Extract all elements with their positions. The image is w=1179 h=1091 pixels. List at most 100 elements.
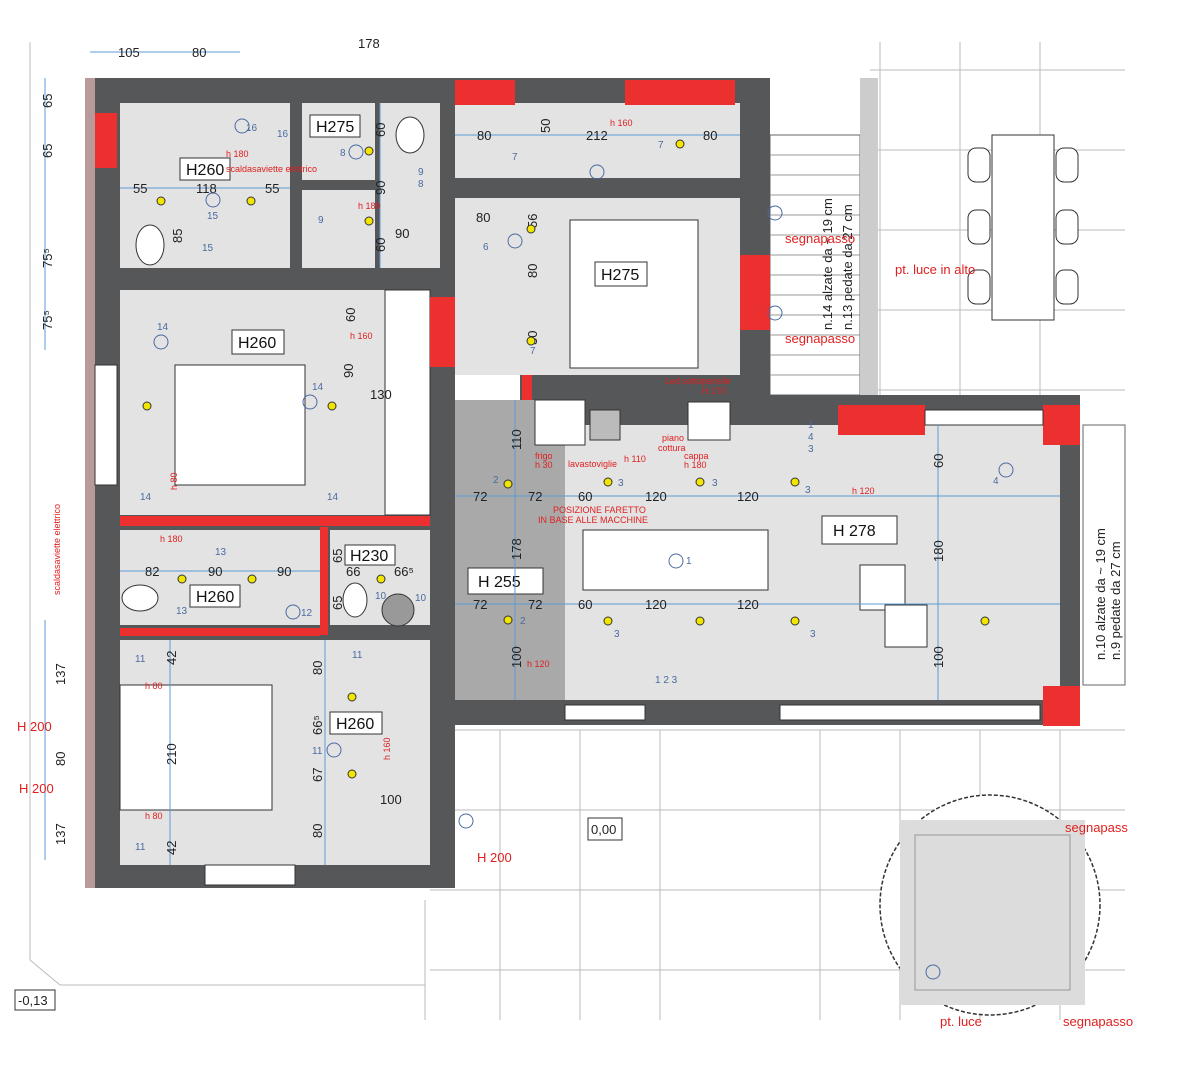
annotation: h 120 [527,659,550,669]
annotation: segnapasso [1063,1014,1133,1029]
circuit-number: 8 [340,148,346,159]
circuit-number: 3 [808,444,814,455]
ceiling-lights [142,118,1014,980]
dimension: 72 [528,489,542,504]
dimension: 55 [265,181,279,196]
stairs-lower [1082,424,1126,686]
dimension: 65 [330,596,345,610]
circuit-number: 16 [277,129,289,140]
dimension: 120 [645,489,667,504]
dimension: 110 [509,429,524,450]
circuit-number: 7 [512,152,518,163]
kitchen-island [582,529,769,591]
annotation: IN BASE ALLE MACCHINE [538,515,648,525]
annotation: segnapasso [785,331,855,346]
circuit-number: 15 [207,211,219,222]
annotations: h 180 scaldasaviette elettrico h 180 h 1… [17,118,1133,1029]
circuit-number: 12 [301,608,313,619]
dimension: 66⁵ [394,564,414,579]
circuit-number: 11 [312,746,323,757]
annotation: pt. luce in alto [895,262,975,277]
dimension: 42 [164,651,179,665]
dimension: 100 [380,792,402,807]
armchair [859,564,906,611]
annotation: h 180 [160,534,183,544]
dimension: 80 [525,264,540,278]
circuit-number: 2 [520,616,526,627]
annotation: POSIZIONE FARETTO [553,505,646,515]
dimension: 55 [133,181,147,196]
annotation: pt. luce [940,1014,982,1029]
dimension: 80 [477,128,491,143]
room-height-label: H230 [350,548,388,565]
dimension: 60 [343,308,358,322]
toilet [135,224,165,266]
annotation: h 30 [535,460,553,470]
dimension: 80 [476,210,490,225]
circuit-number: 15 [202,243,214,254]
room-height-label: H 255 [478,574,521,591]
circuit-number: 4 [808,432,814,443]
stair-note: n.14 alzate da ~ 19 cm [820,198,835,330]
dimension: 210 [164,743,179,765]
annotation: h 180 [226,149,249,159]
dimension: 80 [192,45,206,60]
circuit-number: 13 [215,547,227,558]
circuit-number: 3 [614,629,620,640]
annotation: h 120 [852,486,875,496]
dimension: 85 [170,229,185,243]
circuit-number: 4 [993,476,999,487]
dimension: 80 [310,824,325,838]
level-label: 0,00 [591,822,616,837]
room-height-label: H260 [336,716,374,733]
annotation: H 200 [477,850,512,865]
circuit-number: 11 [352,650,363,661]
room-height-label: H260 [186,162,224,179]
dimension: 120 [737,489,759,504]
circuit-number: 7 [658,140,664,151]
dimension: 75⁵ [40,248,55,268]
dimension: 120 [737,597,759,612]
site-lines [29,42,1125,1020]
circuit-number: 10 [375,591,387,602]
circuit-numbers: 16 16 15 15 8 9 9 8 7 7 6 7 14 14 14 14 … [135,123,999,853]
annotation: cappa [684,451,709,461]
circuit-number: 3 [712,478,718,489]
dimension: 65 [40,144,55,158]
annotation: h 180 [358,201,381,211]
dimension: 60 [373,123,388,137]
toilet [121,584,159,612]
level-label: -0,13 [18,993,48,1008]
dimension: 90 [373,181,388,195]
circuit-number: 7 [530,346,536,357]
annotation: H 200 [19,781,54,796]
dimension: 178 [358,36,380,51]
dimension: 118 [196,181,217,196]
circuit-number: 11 [135,842,146,853]
annotation: segnapass [1065,820,1128,835]
dimension: 100 [931,646,946,668]
dimension: 60 [931,454,946,468]
bed-left [174,364,306,486]
stair-note: n.9 pedate da 27 cm [1108,541,1123,660]
dimension: 72 [473,597,487,612]
dimension: 82 [145,564,159,579]
annotation: h 80 [145,811,163,821]
dimension: 90 [277,564,291,579]
dimension: 66⁵ [310,715,325,735]
dimension: 80 [703,128,717,143]
circuit-number: 13 [176,606,188,617]
room-height-label: H260 [238,335,276,352]
annotation: cottura [658,443,686,453]
armchair [884,604,928,648]
circuit-number: 3 [810,629,816,640]
fridge [534,399,586,446]
dimension: 80 [53,752,68,766]
dimension: 137 [53,823,68,845]
toilet [395,116,425,154]
circuit-number: 14 [327,492,339,503]
circuit-number: 10 [415,593,427,604]
dimension: 66 [346,564,360,579]
dimension: 72 [528,597,542,612]
dimension: 65 [330,549,345,563]
